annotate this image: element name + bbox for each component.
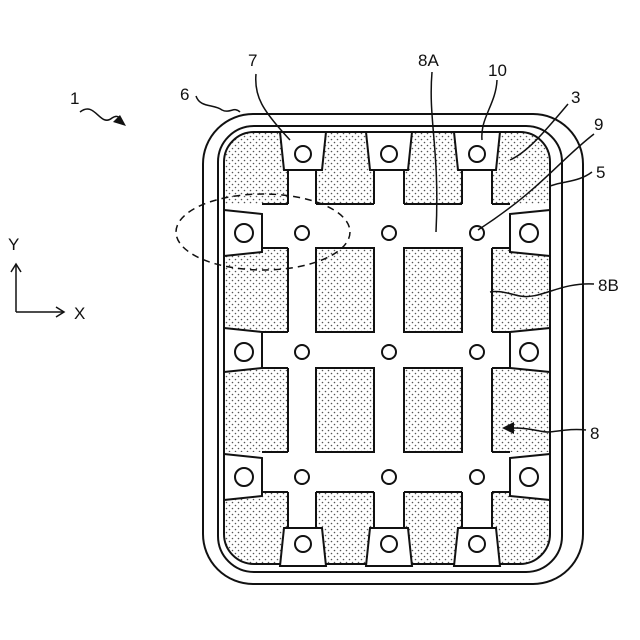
axes (11, 264, 64, 317)
label-3: 3 (571, 88, 580, 107)
axis-x-label: X (74, 304, 85, 323)
label-7: 7 (248, 51, 257, 70)
right-tabs (510, 210, 550, 500)
window-2 (404, 248, 462, 332)
label-8: 8 (590, 424, 599, 443)
label-10: 10 (488, 61, 507, 80)
window-4 (404, 368, 462, 452)
leader-6 (196, 96, 240, 112)
left-tabs (224, 210, 262, 500)
axis-y-label: Y (8, 235, 19, 254)
label-8A: 8A (418, 51, 439, 70)
label-1: 1 (70, 89, 79, 108)
bottom-tabs (280, 528, 500, 566)
label-5: 5 (596, 163, 605, 182)
window-1 (316, 248, 374, 332)
label-9: 9 (594, 115, 603, 134)
window-3 (316, 368, 374, 452)
label-6: 6 (180, 85, 189, 104)
label-8B: 8B (598, 276, 619, 295)
top-tabs (280, 132, 500, 170)
